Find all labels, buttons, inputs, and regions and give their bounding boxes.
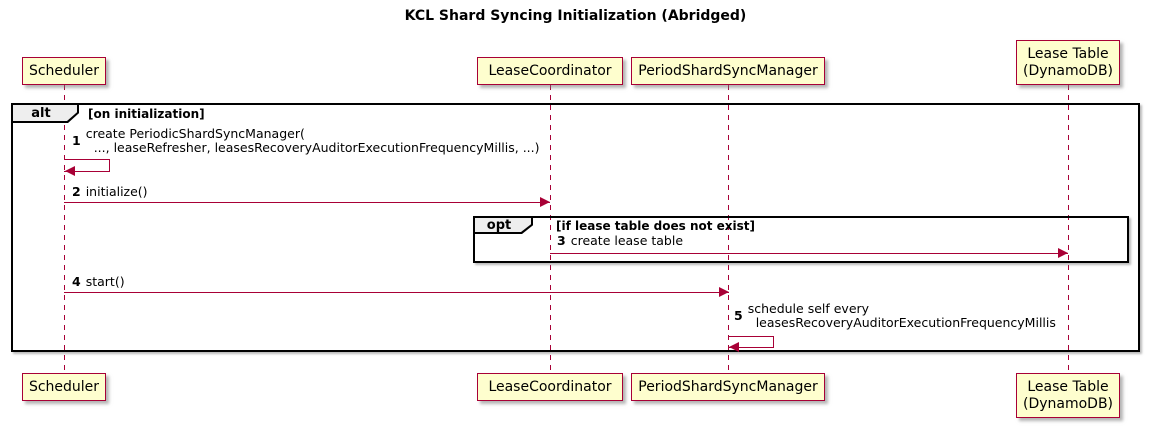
message-5-text-line1: schedule self every [747, 301, 870, 316]
message-1-text-line2: ..., leaseRefresher, leasesRecoveryAudit… [93, 140, 540, 155]
participant-period-shard-sync-manager-top: PeriodShardSyncManager [631, 57, 825, 85]
alt-keyword: alt [13, 105, 77, 121]
message-4-number: 4 [72, 274, 81, 289]
participant-lease-table-top: Lease Table (DynamoDB) [1016, 40, 1120, 85]
message-2-arrowhead [540, 197, 550, 207]
opt-frame-label: opt [475, 218, 533, 234]
participant-label: Scheduler [28, 378, 100, 395]
message-3-number: 3 [557, 233, 566, 248]
participant-label: Lease Table [1027, 378, 1109, 395]
message-5-text-line2: leasesRecoveryAuditorExecutionFrequencyM… [755, 315, 1056, 330]
opt-frame [473, 216, 1129, 263]
alt-frame [11, 103, 1140, 352]
participant-label-line2: (DynamoDB) [1022, 395, 1114, 412]
diagram-title: KCL Shard Syncing Initialization (Abridg… [404, 8, 747, 24]
opt-keyword: opt [475, 218, 531, 232]
participant-lease-table-bottom: Lease Table (DynamoDB) [1016, 373, 1120, 418]
participant-lease-coordinator-bottom: LeaseCoordinator [477, 373, 623, 401]
lifeline-period-shard-sync-manager [728, 85, 729, 373]
participant-label: LeaseCoordinator [488, 378, 612, 395]
message-1-label: 1 create PeriodicShardSyncManager( ..., … [72, 127, 540, 155]
participant-label: LeaseCoordinator [488, 62, 612, 79]
participant-lease-coordinator-top: LeaseCoordinator [477, 57, 623, 85]
lifeline-scheduler [64, 85, 65, 373]
message-5-arrowhead [729, 342, 739, 352]
message-2-arrow [64, 202, 550, 203]
message-4-arrow [64, 292, 729, 293]
message-5-label: 5 schedule self every leasesRecoveryAudi… [734, 302, 1056, 330]
message-2-label: 2 initialize() [72, 185, 148, 199]
message-3-arrow [550, 253, 1068, 254]
message-2-text: initialize() [85, 184, 148, 199]
message-3-label: 3 create lease table [557, 234, 683, 248]
alt-frame-label: alt [13, 105, 79, 123]
lifeline-lease-coordinator [550, 85, 551, 373]
message-1-arrowhead [65, 166, 75, 176]
message-4-label: 4 start() [72, 275, 125, 289]
lifeline-lease-table [1068, 85, 1069, 373]
alt-frame-condition: [on initialization] [88, 107, 205, 121]
message-5-number: 5 [734, 308, 743, 323]
message-1-text-line1: create PeriodicShardSyncManager( [85, 126, 305, 141]
message-3-text: create lease table [570, 233, 684, 248]
participant-scheduler-top: Scheduler [22, 57, 106, 85]
message-4-text: start() [85, 274, 125, 289]
participant-label: PeriodShardSyncManager [638, 62, 818, 79]
message-1-self-arrow [64, 159, 110, 172]
participant-label: Lease Table [1027, 45, 1109, 62]
message-3-arrowhead [1058, 248, 1068, 258]
participant-label-line2: (DynamoDB) [1022, 62, 1114, 79]
message-5-self-arrow [728, 336, 774, 348]
participant-period-shard-sync-manager-bottom: PeriodShardSyncManager [631, 373, 825, 401]
message-2-number: 2 [72, 184, 81, 199]
message-4-arrowhead [719, 287, 729, 297]
message-1-number: 1 [72, 133, 81, 148]
opt-frame-condition: [if lease table does not exist] [556, 219, 756, 233]
participant-label: Scheduler [28, 62, 100, 79]
participant-label: PeriodShardSyncManager [638, 378, 818, 395]
participant-scheduler-bottom: Scheduler [22, 373, 106, 401]
